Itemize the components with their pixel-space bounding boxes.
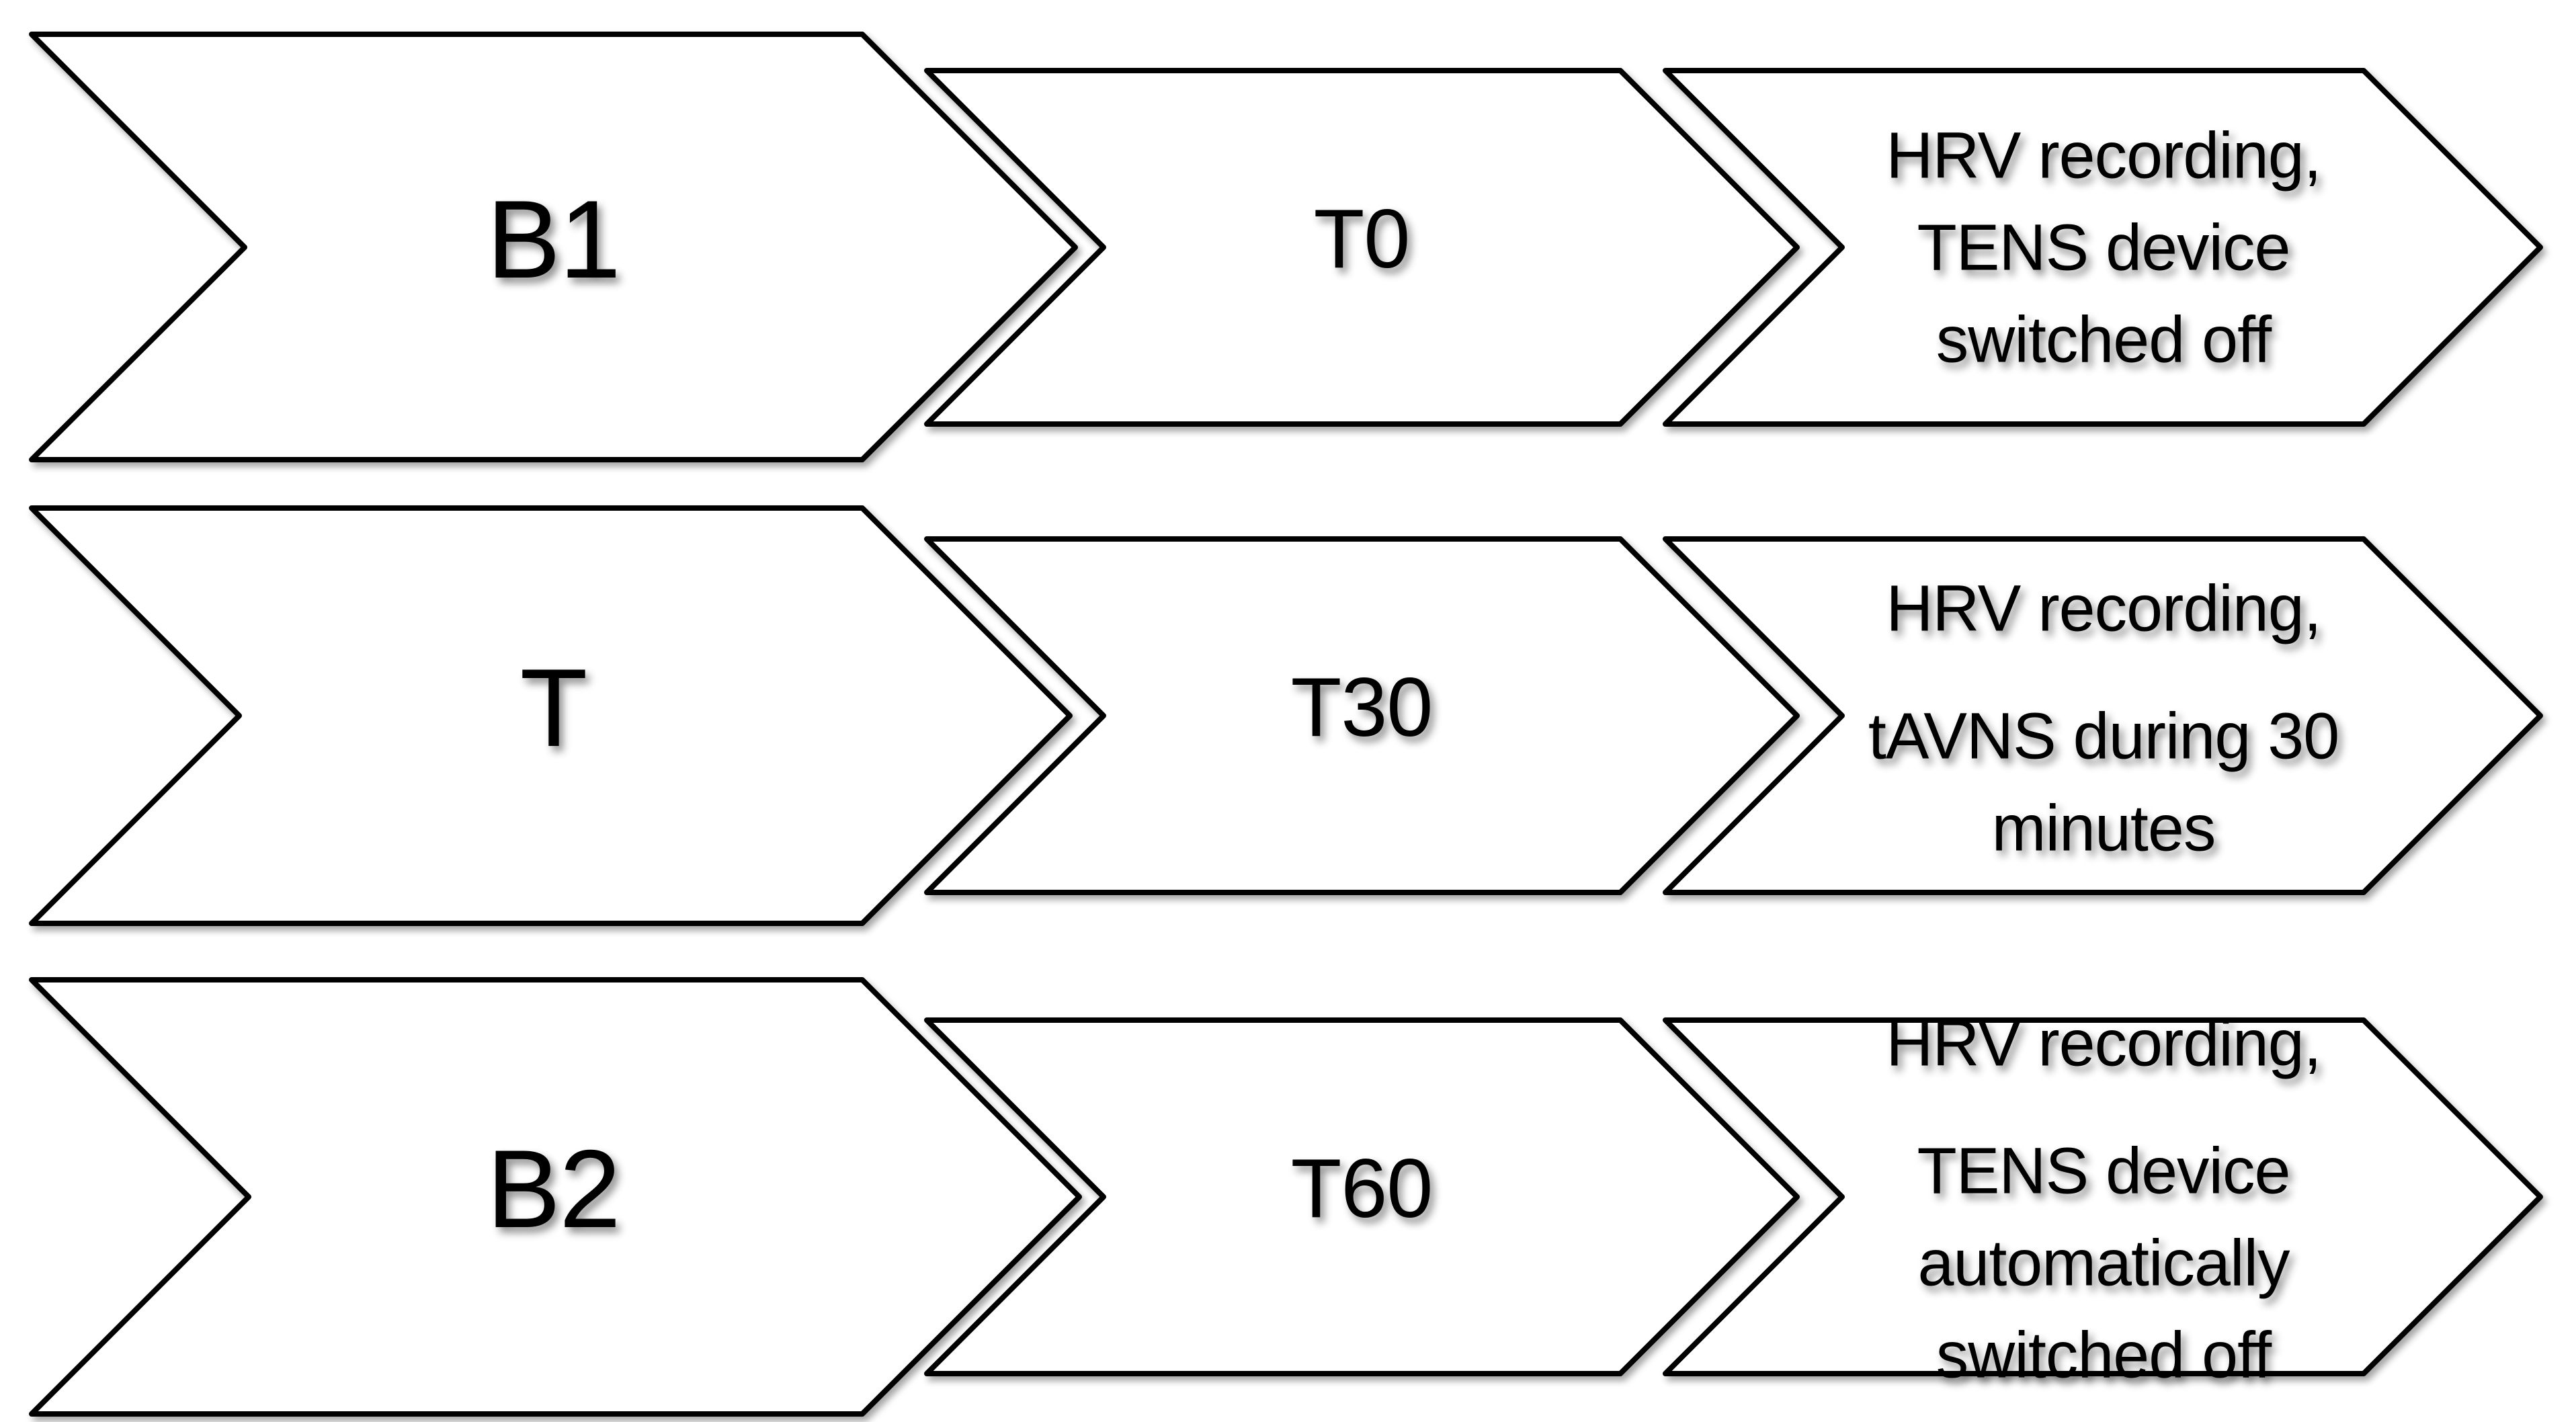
row2-desc-chevron [1663,536,2543,895]
row1-time-chevron [924,68,1800,427]
row2-stage-label: T [520,646,587,769]
row1-desc-line2: TENS device [1917,211,2290,284]
row2-stage-chevron [29,505,1073,926]
row3-desc-text: HRV recording, TENS device automatically… [1886,1007,2321,1392]
row2-desc-line2: tAVNS during 30 [1868,700,2339,773]
row1-desc-line3: switched off [1936,303,2272,376]
row3-time-chevron [924,1017,1800,1376]
row2-time-chevron [924,536,1800,895]
row1-stage-chevron [29,32,1078,462]
row3-desc-line3: automatically [1917,1226,2290,1300]
row-2: T T30 HRV recording, tAVNS during 30 min… [29,505,2543,926]
row1-stage-label: B1 [487,177,620,301]
row2-time-label: T30 [1291,661,1433,754]
row-3: B2 T60 HRV recording, TENS device automa… [29,977,2543,1417]
row3-desc-chevron [1663,1017,2543,1376]
row1-desc-chevron [1663,68,2543,427]
row-1: B1 T0 HRV recording, TENS device switche… [29,32,2543,462]
row3-desc-line2: TENS device [1917,1134,2290,1208]
row2-desc-text: HRV recording, tAVNS during 30 minutes [1868,572,2339,865]
row3-desc-line4: switched off [1936,1319,2272,1392]
row1-desc-text: HRV recording, TENS device switched off [1886,119,2321,376]
row1-time-label: T0 [1314,193,1410,286]
row2-desc-line3: minutes [1992,792,2216,865]
row3-stage-label: B2 [487,1127,620,1251]
row3-time-label: T60 [1291,1142,1433,1235]
row1-desc-line1: HRV recording, [1886,119,2321,192]
row3-desc-line1: HRV recording, [1886,1007,2321,1080]
row2-desc-line1: HRV recording, [1886,572,2321,645]
row3-stage-chevron [29,977,1082,1417]
